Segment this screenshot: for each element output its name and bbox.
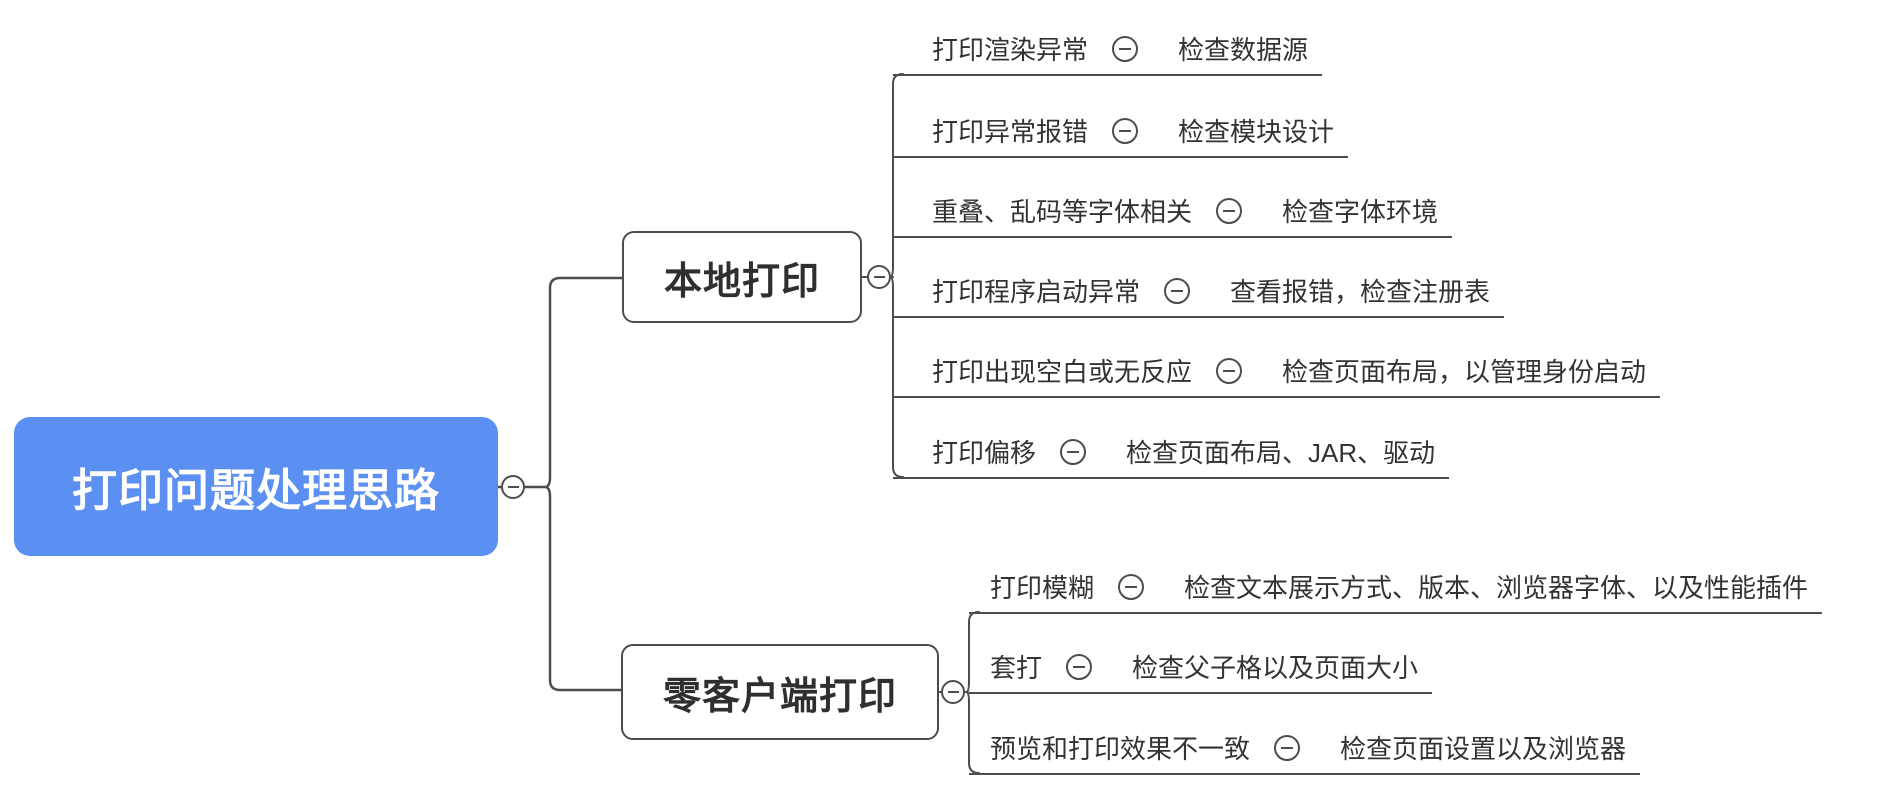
branch-node-local-print[interactable]: 本地打印 — [622, 231, 862, 323]
collapse-toggle-icon[interactable] — [1216, 197, 1243, 224]
subtopic-row: 打印程序启动异常 查看报错，检查注册表 — [893, 271, 1505, 318]
local-collapse-toggle-icon[interactable] — [867, 265, 891, 289]
branch-label: 本地打印 — [663, 260, 820, 303]
subtopic-row: 打印异常报错 检查模块设计 — [893, 111, 1349, 158]
action-label[interactable]: 检查模块设计 — [1178, 117, 1335, 147]
minus-icon — [1281, 746, 1294, 749]
subtopic-row: 套打 检查父子格以及页面大小 — [969, 647, 1433, 694]
action-label[interactable]: 检查父子格以及页面大小 — [1132, 653, 1419, 683]
action-label[interactable]: 检查字体环境 — [1282, 197, 1439, 227]
subtopic-label[interactable]: 打印程序启动异常 — [932, 277, 1141, 307]
minus-icon — [1073, 665, 1086, 668]
action-label[interactable]: 检查页面设置以及浏览器 — [1340, 734, 1627, 764]
action-label[interactable]: 检查页面布局，以管理身份启动 — [1282, 357, 1647, 387]
collapse-toggle-icon[interactable] — [1274, 734, 1301, 761]
subtopic-label[interactable]: 套打 — [990, 653, 1043, 683]
branch-label: 零客户端打印 — [662, 675, 897, 718]
subtopic-row: 预览和打印效果不一致 检查页面设置以及浏览器 — [969, 728, 1641, 775]
minus-icon — [1223, 369, 1236, 372]
subtopic-row: 打印模糊 检查文本展示方式、版本、浏览器字体、以及性能插件 — [969, 567, 1823, 614]
subtopic-label[interactable]: 打印渲染异常 — [932, 35, 1089, 65]
minus-icon — [873, 276, 885, 278]
zero-children-connector — [938, 611, 980, 774]
subtopic-label[interactable]: 打印异常报错 — [932, 117, 1089, 147]
action-label[interactable]: 查看报错，检查注册表 — [1230, 277, 1491, 307]
action-label[interactable]: 检查文本展示方式、版本、浏览器字体、以及性能插件 — [1184, 573, 1809, 603]
subtopic-label[interactable]: 打印偏移 — [932, 438, 1037, 468]
collapse-toggle-icon[interactable] — [1112, 35, 1139, 62]
collapse-toggle-icon[interactable] — [1216, 357, 1243, 384]
root-topic-node[interactable]: 打印问题处理思路 — [14, 417, 498, 556]
subtopic-label[interactable]: 预览和打印效果不一致 — [990, 734, 1251, 764]
action-label[interactable]: 检查数据源 — [1178, 35, 1309, 65]
minus-icon — [1119, 129, 1132, 132]
collapse-toggle-icon[interactable] — [1118, 573, 1145, 600]
subtopic-label[interactable]: 打印出现空白或无反应 — [932, 357, 1193, 387]
collapse-toggle-icon[interactable] — [1066, 653, 1093, 680]
minus-icon — [1223, 209, 1236, 212]
minus-icon — [1067, 450, 1080, 453]
zero-collapse-toggle-icon[interactable] — [941, 680, 965, 704]
subtopic-row: 打印渲染异常 检查数据源 — [893, 29, 1323, 76]
root-collapse-toggle-icon[interactable] — [501, 475, 525, 499]
subtopic-row: 打印偏移 检查页面布局、JAR、驱动 — [893, 432, 1450, 479]
subtopic-label[interactable]: 重叠、乱码等字体相关 — [932, 197, 1193, 227]
subtopic-row: 打印出现空白或无反应 检查页面布局，以管理身份启动 — [893, 351, 1661, 398]
minus-icon — [1171, 289, 1184, 292]
minus-icon — [507, 486, 519, 488]
branch-node-zero-client-print[interactable]: 零客户端打印 — [621, 644, 939, 740]
minus-icon — [947, 691, 959, 693]
minus-icon — [1119, 47, 1132, 50]
collapse-toggle-icon[interactable] — [1112, 117, 1139, 144]
action-label[interactable]: 检查页面布局、JAR、驱动 — [1126, 438, 1436, 468]
subtopic-row: 重叠、乱码等字体相关 检查字体环境 — [893, 191, 1453, 238]
subtopic-label[interactable]: 打印模糊 — [990, 573, 1095, 603]
root-topic-label: 打印问题处理思路 — [71, 465, 440, 516]
collapse-toggle-icon[interactable] — [1164, 277, 1191, 304]
collapse-toggle-icon[interactable] — [1060, 438, 1087, 465]
minus-icon — [1125, 585, 1138, 588]
